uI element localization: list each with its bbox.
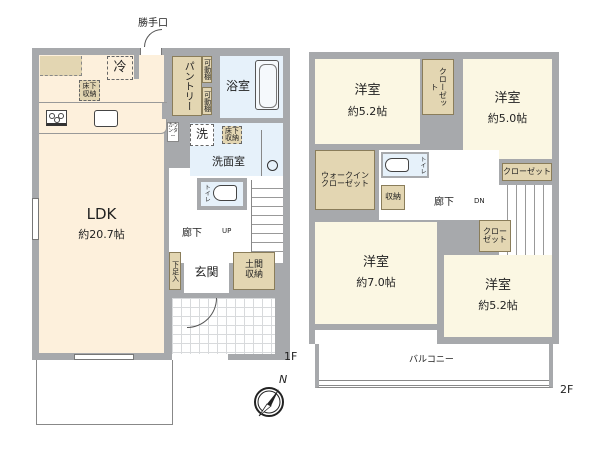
bedroom-se-label: 洋室 — [484, 277, 511, 293]
balcony-label: バルコニー — [409, 355, 454, 365]
room-toilet-2f: トイレ — [381, 152, 429, 178]
shoe-storage-label: 下足入 — [171, 260, 180, 282]
underfloor-storage-kitchen-label: 床下収納 — [82, 82, 97, 98]
closet-nw: クローゼット — [422, 59, 454, 115]
underfloor-storage-wash: 床下収納 — [222, 126, 242, 144]
adjustable-shelf-1-label: 可動棚 — [203, 59, 212, 80]
water-heater-icon — [261, 130, 283, 176]
compass-icon — [253, 386, 285, 418]
service-entrance-label: 勝手口 — [138, 18, 168, 29]
floor-1f-tag: 1F — [284, 350, 298, 363]
hallway-1f-label: 廊下 — [182, 228, 202, 239]
adjustable-shelf-1: 可動棚 — [202, 56, 212, 83]
kitchen-partition — [162, 103, 167, 119]
walk-in-closet-line2: クローゼット — [321, 179, 369, 188]
closet-ne: クローゼット — [502, 163, 552, 181]
fridge-wall — [134, 55, 139, 79]
room-entrance: 玄関 — [184, 253, 229, 293]
bedroom-sw-area: 約7.0帖 — [356, 276, 396, 290]
toilet-2f-label: トイレ — [419, 156, 426, 174]
washer-label: 洗 — [195, 127, 208, 142]
bedroom-ne-label: 洋室 — [494, 90, 521, 106]
ldk-label: LDK — [86, 204, 117, 223]
underfloor-storage-wash-label: 床下収納 — [225, 126, 239, 142]
floor-plan-1f: LDK 約20.7帖 冷 床下収納 パントリー 可動棚 可動棚 浴室 — [32, 48, 290, 360]
service-entrance-swing[interactable] — [144, 29, 162, 47]
toilet-2f-icon — [385, 158, 409, 172]
refrigerator-space: 冷 — [107, 56, 133, 80]
sink-icon — [94, 110, 118, 127]
bedroom-ne-area: 約5.0帖 — [487, 112, 528, 126]
room-bedroom-se: 洋室 約5.2帖 — [444, 255, 552, 337]
balcony-rail — [319, 380, 549, 386]
room-pantry: パントリー — [172, 56, 202, 116]
bathtub-icon — [255, 60, 279, 110]
room-toilet: トイレ — [201, 182, 243, 206]
adjustable-shelf-2: 可動棚 — [202, 87, 212, 115]
ldk-window-west[interactable] — [32, 198, 39, 240]
refrigerator-label: 冷 — [113, 59, 127, 75]
stairs-up-label: UP — [222, 227, 232, 235]
room-bedroom-ne: 洋室 約5.0帖 — [463, 59, 552, 159]
compass-north-label: N — [279, 373, 288, 386]
earthen-storage: 土間収納 — [233, 252, 275, 290]
floor-plan-2f: 洋室 約5.2帖 クローゼット 洋室 約5.0帖 クローゼット ウォークイン ク… — [309, 52, 559, 344]
porch-opening — [172, 354, 228, 360]
storage-2f-label: 収納 — [385, 192, 401, 202]
stove-icon — [46, 110, 67, 126]
hallway-2f-label: 廊下 — [434, 197, 454, 208]
room-bedroom-nw: 洋室 約5.2帖 — [315, 59, 420, 144]
stairs-2f[interactable] — [499, 185, 552, 267]
walk-in-closet: ウォークイン クローゼット — [315, 150, 375, 210]
room-ldk: LDK 約20.7帖 — [39, 55, 164, 353]
ldk-area: 約20.7帖 — [78, 228, 125, 242]
garden-outline — [36, 360, 173, 425]
closet-se-label: クローゼット — [483, 226, 507, 244]
closet-se: クローゼット — [479, 220, 511, 252]
washroom-label: 洗面室 — [212, 155, 245, 169]
counter-label: カウンター — [168, 123, 179, 140]
adjustable-shelf-2-label: 可動棚 — [203, 90, 212, 112]
pantry-label: パントリー — [182, 61, 194, 111]
toilet-label: トイレ — [203, 184, 211, 202]
stairs-1f[interactable] — [251, 180, 283, 260]
service-entrance-door[interactable] — [140, 48, 162, 55]
closet-ne-label: クローゼット — [503, 166, 551, 176]
bedroom-se-area: 約5.2帖 — [478, 299, 518, 313]
bedroom-nw-area: 約5.2帖 — [347, 104, 388, 118]
bedroom-nw-label: 洋室 — [354, 83, 381, 99]
toilet-icon — [213, 185, 237, 201]
washer-space: 洗 — [190, 124, 214, 146]
kitchen-back-counter — [40, 56, 82, 76]
bathroom-label: 浴室 — [226, 79, 251, 94]
underfloor-storage-kitchen: 床下収納 — [79, 80, 100, 101]
walk-in-closet-line1: ウォークイン — [321, 170, 369, 180]
earthen-storage-label: 土間収納 — [244, 260, 263, 280]
balcony-notch — [315, 330, 437, 344]
bedroom-sw-label: 洋室 — [362, 254, 389, 270]
closet-nw-label: クローゼット — [430, 67, 448, 107]
stairs-down-label: DN — [474, 197, 485, 205]
floor-2f-tag: 2F — [560, 383, 574, 396]
shoe-storage: 下足入 — [169, 252, 181, 290]
entrance-label: 玄関 — [194, 265, 219, 280]
washroom-counter: カウンター — [167, 122, 179, 142]
ldk-window-south[interactable] — [74, 354, 134, 360]
balcony: バルコニー — [315, 344, 553, 388]
room-bedroom-sw: 洋室 約7.0帖 — [315, 222, 437, 324]
storage-2f: 収納 — [381, 185, 405, 210]
